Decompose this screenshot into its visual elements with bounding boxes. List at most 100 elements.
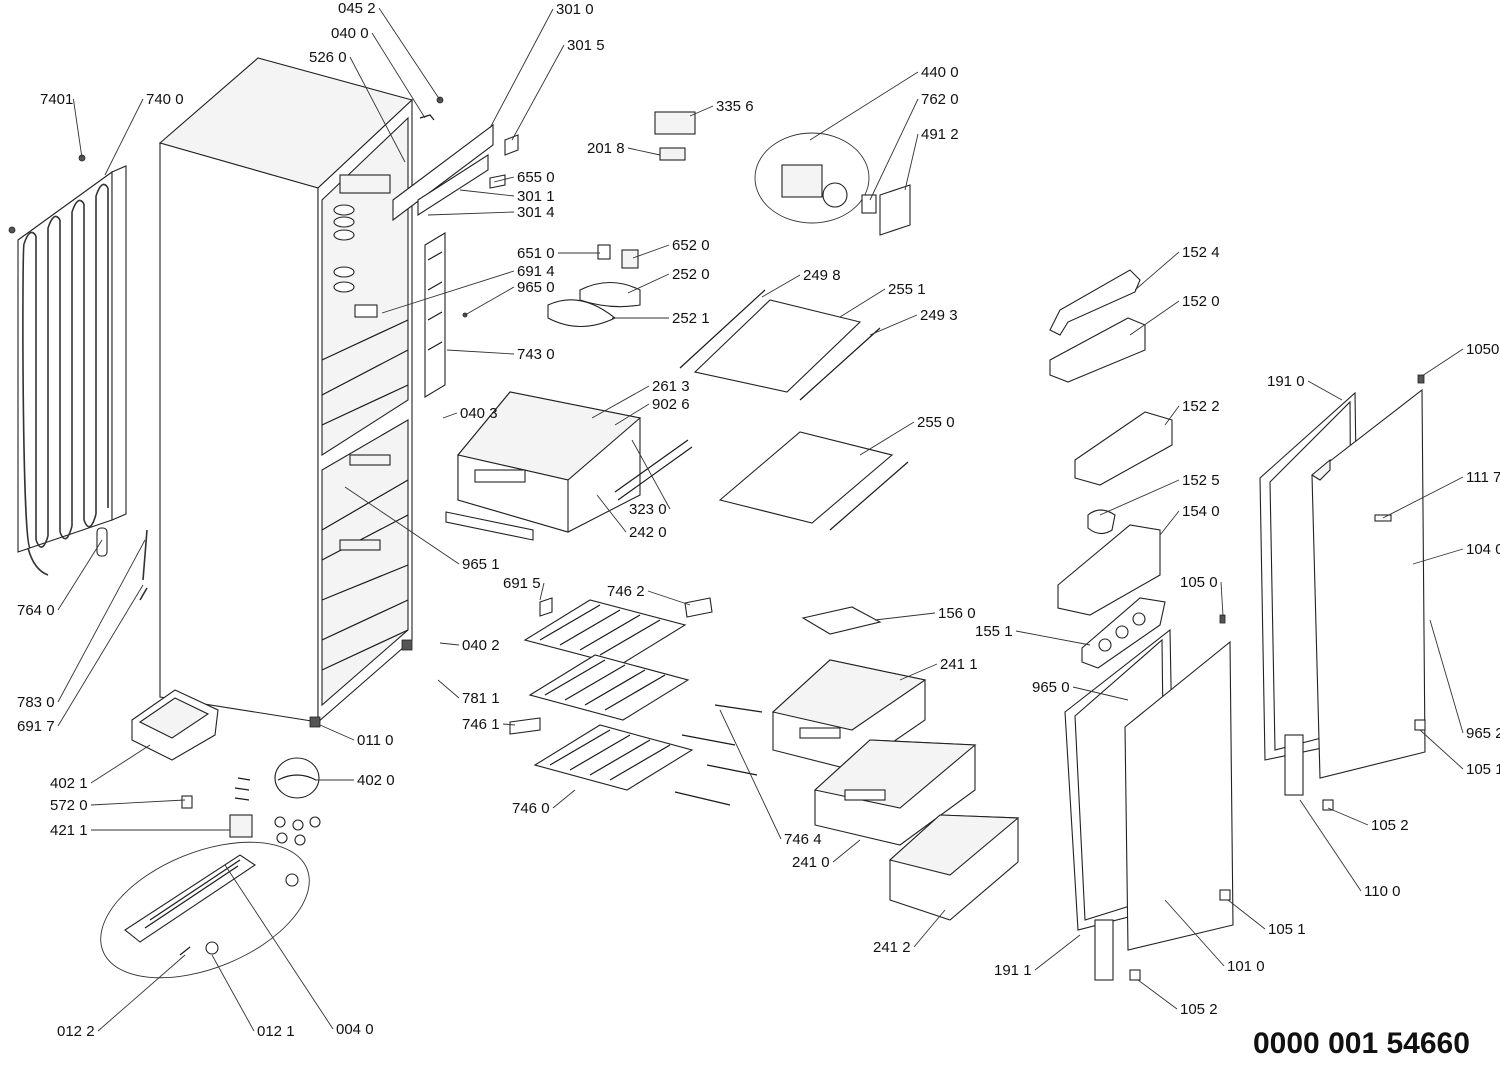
part-label-402_0: 402 0 <box>357 772 395 789</box>
leader-012_1 <box>211 954 255 1032</box>
leader-335_6 <box>689 105 714 117</box>
part-label-110_0: 110 0 <box>1364 883 1400 900</box>
part-label-746_4: 746 4 <box>784 831 822 848</box>
leader-691_7 <box>57 584 144 727</box>
leader-004_0 <box>224 864 334 1030</box>
part-label-7401: 7401 <box>40 91 73 108</box>
part-label-255_1: 255 1 <box>888 281 926 298</box>
part-label-154_0: 154 0 <box>1182 503 1220 520</box>
part-label-241_2: 241 2 <box>873 939 911 956</box>
leader-191_0_a <box>1307 380 1343 401</box>
part-label-902_6: 902 6 <box>652 396 690 413</box>
leader-104_0 <box>1412 548 1464 565</box>
leader-241_1 <box>899 663 938 681</box>
leader-301_5 <box>511 44 565 141</box>
leader-155_1 <box>1015 630 1091 646</box>
part-label-301_4: 301 4 <box>517 204 555 221</box>
wire-rack-upper <box>523 599 687 666</box>
part-label-105_2_b: 105 2 <box>1180 1001 1218 1018</box>
part-label-111_7: 111 7 <box>1466 469 1500 486</box>
glass-shelf-lower <box>718 431 909 531</box>
part-label-191_0_a: 191 0 <box>1267 373 1305 390</box>
leader-152_0 <box>1129 300 1180 336</box>
part-label-421_1: 421 1 <box>50 822 88 839</box>
part-label-152_2: 152 2 <box>1182 398 1220 415</box>
side-trim <box>424 232 446 398</box>
part-label-301_1: 301 1 <box>517 188 555 205</box>
door-handle <box>1049 269 1141 336</box>
leader-249_3 <box>869 314 918 336</box>
part-label-323_0: 323 0 <box>629 501 667 518</box>
leader-652_0 <box>632 244 670 259</box>
leader-740_0 <box>104 98 144 176</box>
dryer-filter <box>96 527 148 601</box>
part-label-252_0: 252 0 <box>672 266 710 283</box>
leader-1050 <box>1421 348 1464 377</box>
leader-301_1 <box>459 189 515 197</box>
condenser-coil <box>8 154 127 576</box>
leader-040_3 <box>442 412 458 419</box>
part-label-249_3: 249 3 <box>920 307 958 324</box>
drawer-241-0 <box>813 739 977 846</box>
part-label-152_4: 152 4 <box>1182 244 1220 261</box>
part-label-740_0: 740 0 <box>146 91 184 108</box>
leader-105_2_b <box>1137 979 1178 1010</box>
part-label-040_2: 040 2 <box>462 637 500 654</box>
part-label-526_0: 526 0 <box>309 49 347 66</box>
leader-lines <box>57 7 1464 1032</box>
leader-440_0 <box>809 71 919 141</box>
leader-152_4 <box>1134 251 1180 291</box>
part-label-249_8: 249 8 <box>803 267 841 284</box>
leader-655_0 <box>493 176 515 183</box>
leader-152_5 <box>1099 479 1180 516</box>
leader-746_4 <box>719 709 782 840</box>
part-label-040_0: 040 0 <box>331 25 369 42</box>
leader-241_0 <box>832 839 861 863</box>
part-label-105_2_a: 105 2 <box>1371 817 1409 834</box>
leader-040_0 <box>371 32 426 119</box>
leader-252_0 <box>627 273 670 294</box>
leader-691_5 <box>539 582 545 601</box>
part-label-040_3: 040 3 <box>460 405 498 422</box>
part-label-012_2: 012 2 <box>57 1023 95 1040</box>
part-label-746_1: 746 1 <box>462 716 500 733</box>
part-label-764_0: 764 0 <box>17 602 55 619</box>
part-label-155_1: 155 1 <box>975 623 1013 640</box>
part-label-191_1: 191 1 <box>994 962 1032 979</box>
upper-door <box>1311 374 1426 779</box>
leader-261_3 <box>591 385 650 419</box>
leader-526_0 <box>349 56 406 163</box>
leader-762_0 <box>869 98 919 201</box>
part-label-104_0: 104 0 <box>1466 541 1500 558</box>
leader-110_0 <box>1299 799 1362 892</box>
hinges <box>1094 719 1426 981</box>
leader-491_2 <box>904 133 919 191</box>
part-label-012_1: 012 1 <box>257 1023 295 1040</box>
lamp-parts <box>462 244 641 327</box>
leader-201_8 <box>627 147 661 156</box>
lower-door <box>1124 614 1234 951</box>
leader-965_2 <box>1429 619 1464 734</box>
leader-743_0 <box>446 349 515 355</box>
balcony-152-5 <box>1087 509 1116 535</box>
leader-7401 <box>72 98 83 159</box>
leader-105_1_a <box>1419 729 1464 770</box>
leader-255_1 <box>839 288 886 318</box>
glass-shelf-upper <box>679 289 881 401</box>
leader-012_2 <box>97 954 186 1032</box>
leader-156_0 <box>874 612 936 621</box>
part-label-301_5: 301 5 <box>567 37 605 54</box>
part-label-965_0_a: 965 0 <box>517 279 555 296</box>
leader-040_2 <box>439 642 460 646</box>
leader-323_0 <box>631 439 671 510</box>
part-label-783_0: 783 0 <box>17 694 55 711</box>
balcony-152-2 <box>1074 411 1173 486</box>
leader-255_0 <box>859 421 915 456</box>
leader-965_0_b <box>1072 686 1129 701</box>
drawing-number: 0000 001 54660 <box>1253 1027 1470 1060</box>
part-label-965_1: 965 1 <box>462 556 500 573</box>
drawer-241-2 <box>888 814 1020 921</box>
part-label-105_0: 105 0 <box>1180 574 1218 591</box>
upper-drawer <box>445 391 693 541</box>
